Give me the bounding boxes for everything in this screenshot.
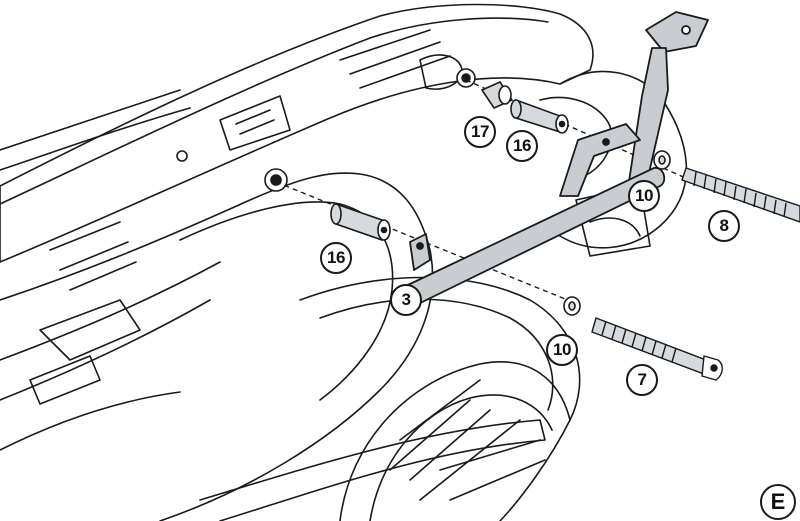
tail-tab: [589, 217, 641, 237]
side-panel: [0, 172, 434, 521]
spacer-16-upper: [510, 98, 569, 134]
callout-10-lower: 10: [546, 334, 578, 366]
washers: [563, 150, 671, 316]
spacer-17: [480, 80, 514, 110]
seat-latch: [219, 95, 291, 151]
bolt-8: [681, 167, 800, 223]
callout-8: 8: [708, 210, 740, 242]
motorcycle-rear-outline: [0, 3, 688, 521]
panel-letter-badge: E: [760, 484, 796, 520]
mounting-bosses: [176, 68, 476, 192]
frame-cutout-2: [29, 355, 101, 405]
bracket-diagonal: [559, 123, 641, 197]
seat-seam: [0, 17, 549, 205]
tail-fairing: [559, 70, 688, 249]
callout-17: 17: [464, 116, 496, 148]
bracket-tab: [409, 233, 431, 271]
seat-ribs: [339, 29, 451, 89]
wheel-spokes: [389, 379, 546, 501]
side-vent: [49, 221, 137, 291]
callout-10-upper: 10: [628, 180, 660, 212]
rear-fender-edge: [319, 298, 554, 411]
callout-16-lower: 16: [320, 242, 352, 274]
tail-inner: [539, 96, 613, 179]
bracket-top-plate: [645, 11, 709, 53]
rear-wheel-rim-inner: [369, 394, 553, 521]
callout-3: 3: [390, 284, 422, 316]
rear-lower-curve: [0, 391, 181, 451]
bolts: [591, 167, 800, 381]
bracket-main-tube: [398, 167, 666, 308]
seat-latch-slot: [235, 109, 275, 135]
callout-16-upper: 16: [506, 130, 538, 162]
callout-7: 7: [626, 364, 658, 396]
rear-wheel-rim: [339, 361, 571, 521]
frame-cutout: [39, 299, 141, 361]
frame-tube: [0, 261, 221, 401]
spacer-16-lower: [330, 202, 391, 242]
bolt-7: [591, 317, 723, 381]
seat-outline: [0, 3, 594, 263]
spacers: [330, 80, 569, 242]
chain-guard: [199, 419, 546, 521]
boss-small: [176, 150, 188, 162]
grab-rail-left: [0, 89, 191, 171]
rack-bracket: [398, 11, 709, 308]
